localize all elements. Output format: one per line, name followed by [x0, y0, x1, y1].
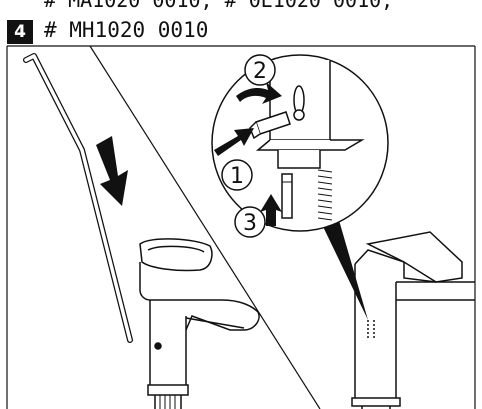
- callout-2: 2: [244, 54, 276, 86]
- callout-1: 1: [221, 159, 253, 191]
- callout-3: 3: [234, 206, 266, 238]
- detail-circle: [211, 54, 389, 232]
- square-faucet: [351, 231, 475, 409]
- part-numbers-line-cut: # MA1020 0010, # 0E1020 0010,: [44, 0, 394, 12]
- round-faucet: [139, 238, 260, 409]
- big-down-arrow-icon: [96, 136, 128, 206]
- callout-3-label: 3: [243, 211, 257, 236]
- callout-2-label: 2: [253, 59, 267, 84]
- flexible-hose: [23, 53, 133, 343]
- detail-pointer: [316, 210, 368, 320]
- up-arrow-icon: [260, 194, 282, 226]
- step-header: # MA1020 0010, # 0E1020 0010, 4 # MH1020…: [0, 0, 482, 44]
- illustration-frame: [6, 45, 476, 409]
- turn-arrow-icon: [236, 82, 282, 104]
- push-arrow-icon: [214, 128, 254, 156]
- callout-1-label: 1: [230, 164, 244, 189]
- part-number: # MH1020 0010: [44, 18, 209, 42]
- step-number-badge: 4: [7, 20, 33, 44]
